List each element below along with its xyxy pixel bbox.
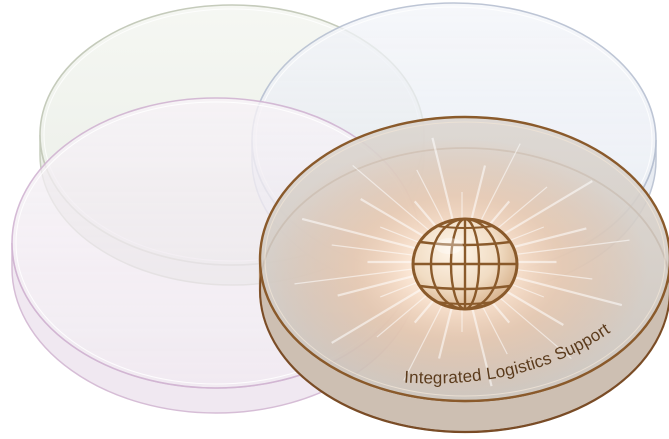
glow-ray bbox=[294, 265, 433, 285]
glow-ray bbox=[352, 165, 444, 243]
glow-ray bbox=[301, 217, 435, 255]
globe-icon bbox=[411, 217, 519, 311]
